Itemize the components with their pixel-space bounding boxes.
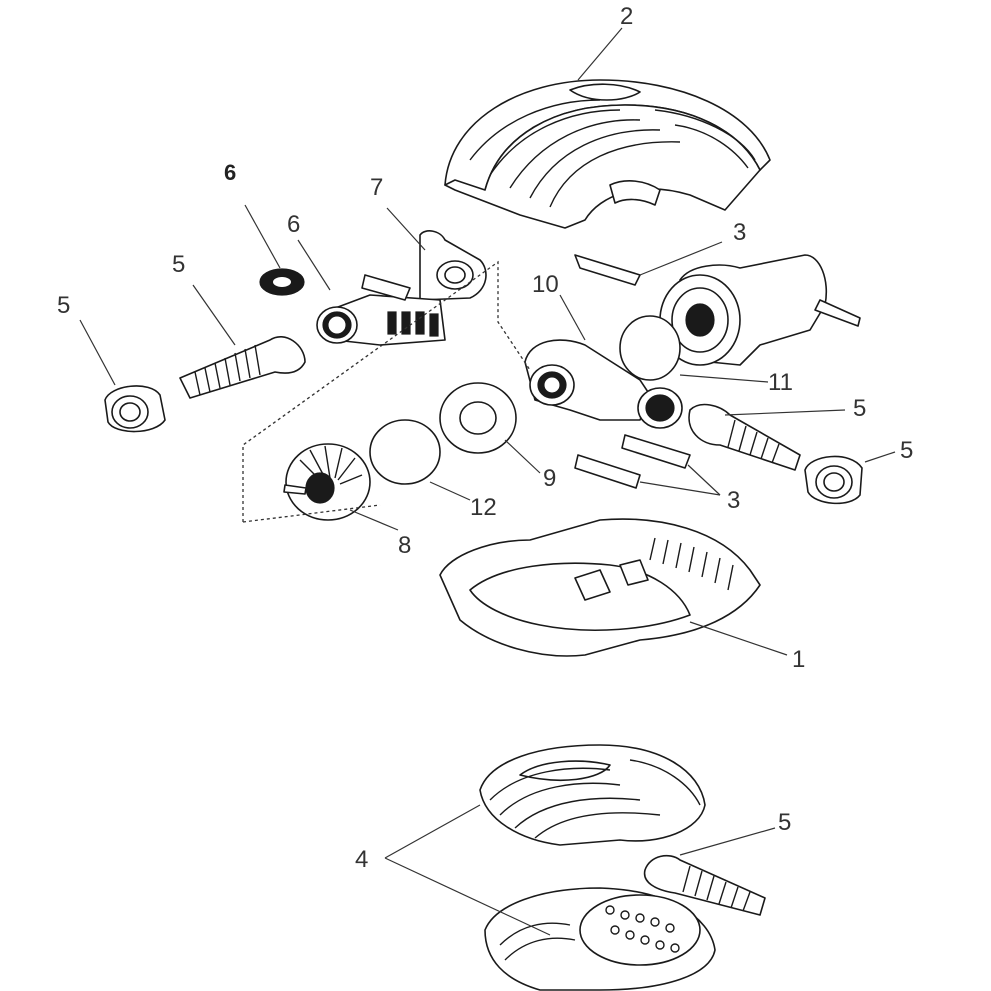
part-12-oring (369, 419, 441, 485)
part-oring-motor (619, 315, 681, 381)
label-2: 2 (620, 3, 633, 30)
assembly-dotted-outline (242, 260, 531, 523)
part-4-cover-top (479, 744, 706, 846)
part-1-base (439, 518, 761, 657)
part-9-seal-disc (439, 382, 517, 454)
label-3-bottom: 3 (727, 487, 740, 514)
label-4: 4 (355, 846, 368, 873)
label-5-bottom: 5 (778, 809, 791, 836)
label-12: 12 (470, 494, 497, 521)
part-5-hose-tail-bottom (643, 854, 766, 916)
part-5-hose-tail-right (688, 403, 801, 471)
label-5-left: 5 (57, 292, 70, 319)
label-10: 10 (532, 271, 559, 298)
label-3-top: 3 (733, 219, 746, 246)
part-8-impeller (283, 443, 371, 521)
label-1: 1 (792, 646, 805, 673)
part-11-motor (659, 254, 861, 366)
leader-lines (79, 27, 896, 936)
part-3-pad-low (574, 454, 641, 489)
part-10-pump-housing (524, 339, 683, 429)
part-5-union-nut-right (804, 455, 863, 505)
label-7: 7 (370, 174, 383, 201)
label-6-bold: 6 (224, 160, 236, 185)
label-11: 11 (768, 369, 793, 396)
part-7-filter-sleeve (419, 230, 487, 301)
part-2-top-cover (444, 79, 771, 229)
part-4-cover-bottom (484, 887, 716, 991)
part-6-prefilter (316, 274, 446, 346)
part-6-seal-ring (259, 268, 305, 296)
label-6: 6 (287, 211, 300, 238)
part-5-union-nut-left (104, 385, 166, 433)
part-labels: 2 3 7 6 6 5 5 10 11 5 5 9 3 12 8 1 4 5 (57, 3, 913, 873)
part-3-pad-mid (621, 434, 691, 469)
label-5-right-upper: 5 (853, 395, 866, 422)
label-8: 8 (398, 532, 411, 559)
label-5-right: 5 (900, 437, 913, 464)
label-9: 9 (543, 465, 556, 492)
part-5-hose-tail-left (179, 336, 306, 399)
part-3-pad-top (574, 254, 641, 286)
label-5-upper-left: 5 (172, 251, 185, 278)
